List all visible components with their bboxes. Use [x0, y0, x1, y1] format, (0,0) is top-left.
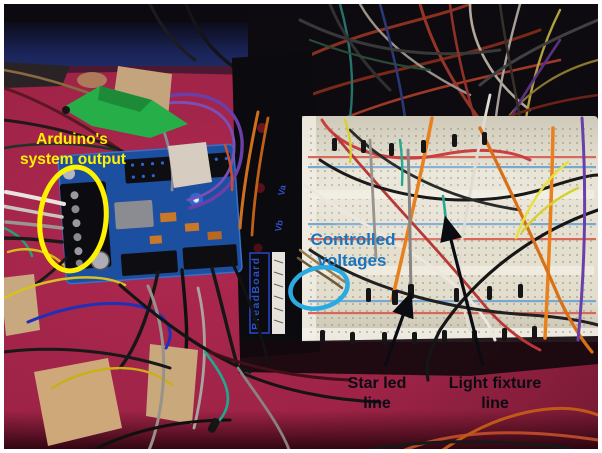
- light-fixture-label: Light fixture line: [449, 375, 542, 412]
- panel-rail-label-b: Vb: [273, 219, 285, 233]
- table-wires-bottom: [2, 276, 600, 453]
- controlled-voltages-line2: voltages: [318, 251, 387, 270]
- arduino-output-line1: Arduino's: [36, 131, 108, 148]
- star-led-line1: Star led: [348, 375, 407, 392]
- arduino-output-label: Arduino's system output: [20, 131, 126, 168]
- light-fixture-line1: Light fixture: [449, 375, 542, 392]
- controlled-voltages-label: Controlled voltages: [311, 230, 396, 270]
- star-led-line2: line: [363, 395, 391, 412]
- star-led-label: Star led line: [348, 375, 407, 412]
- controlled-voltages-ellipse: [288, 265, 350, 311]
- light-fixture-line2: line: [481, 395, 509, 412]
- light-fixture-arrow: [440, 215, 485, 367]
- arduino-output-line2: system output: [20, 151, 126, 168]
- controlled-voltages-line1: Controlled: [311, 230, 396, 249]
- star-led-arrow: [383, 291, 414, 367]
- arduino-board: [57, 143, 243, 285]
- breadboard-wires: [296, 93, 600, 382]
- panel-rail-label-a: Va: [276, 183, 288, 196]
- arduino-output-ellipse: [37, 164, 109, 274]
- green-clamp: [62, 66, 188, 138]
- annotation-layer: Arduino's system output Controlled volta…: [20, 131, 541, 412]
